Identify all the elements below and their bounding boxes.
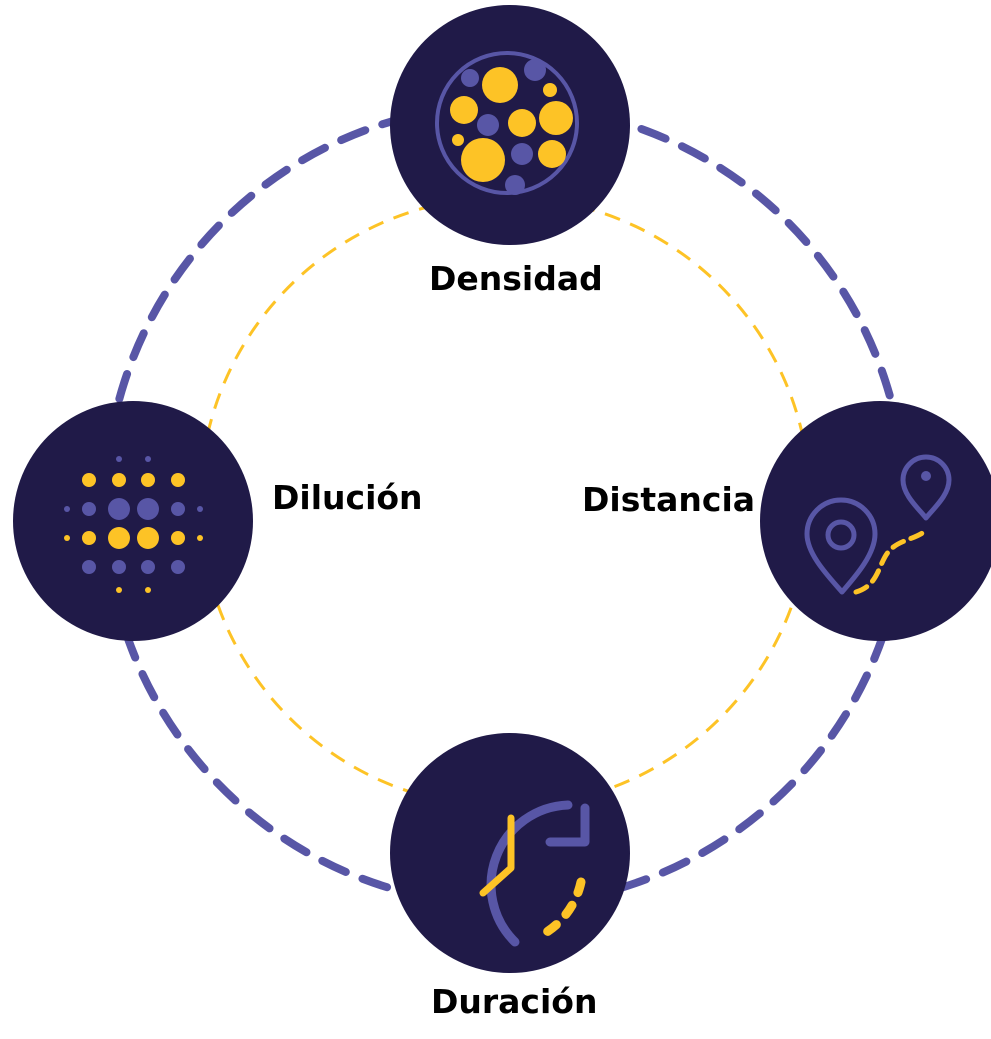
node-label-distancia: Distancia bbox=[582, 480, 756, 519]
node-label-duracion: Duración bbox=[431, 982, 598, 1021]
node-distancia bbox=[760, 401, 991, 641]
clock-cycle-icon bbox=[479, 800, 590, 947]
map-pins-route-icon bbox=[804, 454, 952, 595]
node-dilucion-circle bbox=[13, 401, 253, 641]
particles-in-circle-icon bbox=[435, 51, 579, 195]
node-distancia-circle bbox=[760, 401, 991, 641]
node-duracion bbox=[390, 733, 630, 973]
node-dilucion bbox=[13, 401, 253, 641]
node-label-dilucion: Dilución bbox=[272, 478, 423, 517]
dispersed-dots-icon bbox=[64, 456, 203, 593]
node-label-densidad: Densidad bbox=[429, 259, 603, 298]
node-densidad bbox=[390, 5, 630, 245]
